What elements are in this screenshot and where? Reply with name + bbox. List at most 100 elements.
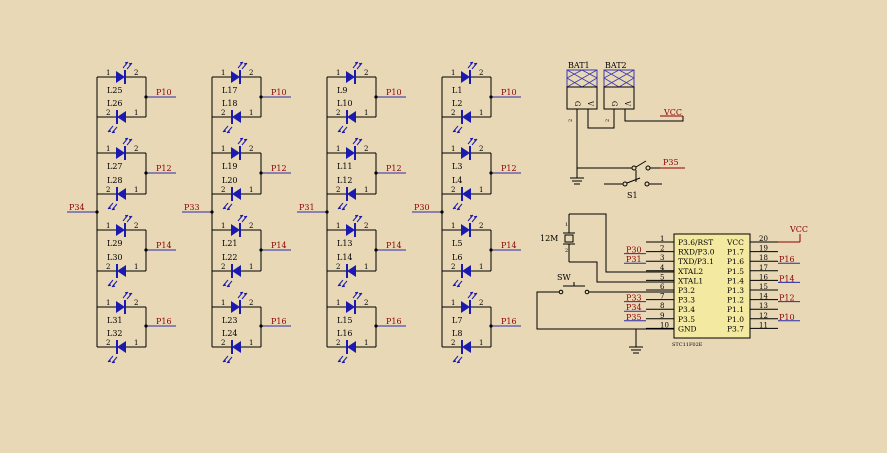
mcu-pin-number: 7 [660,293,664,301]
led-light-arrowhead [359,63,362,66]
led-pin-right: 1 [249,109,253,117]
led-light-arrowhead [108,129,111,132]
battery-wires [576,109,684,176]
led-light-arrowhead [470,62,473,65]
led-light-arrowhead [453,283,456,286]
mcu-pin-number: 4 [660,264,665,272]
led-triangle [461,71,470,83]
led-pin-left: 1 [336,299,340,307]
led-ref: L27 [107,162,123,171]
led-light-arrowhead [129,293,132,296]
battery-bat1-body [566,86,598,110]
led-pin-right: 2 [134,145,138,153]
mcu-pin-net-label: P31 [626,255,642,264]
led-column-output-label: P12 [156,164,172,173]
mcu-pin-number: 18 [759,254,768,262]
led-light-arrowhead [125,138,128,141]
led-triangle [461,147,470,159]
led-light-arrowhead [457,130,460,133]
led-pin-right: 2 [134,299,138,307]
mcu-chip-body [673,233,751,339]
led-triangle [117,111,126,123]
led-ref: L32 [107,329,123,338]
led-column-input-junction [210,210,214,214]
mcu-pin-net-label: P14 [779,274,795,283]
led-ref: L29 [107,239,123,248]
led-column-output-junction [489,95,493,99]
switch-p35-label: P35 [663,158,679,167]
mcu-pin-name: P3.4 [678,305,695,314]
led-pin-left: 2 [336,109,340,117]
led-pin-left: 1 [451,145,455,153]
led-pin-left: 2 [336,263,340,271]
led-pin-right: 2 [479,222,483,230]
mcu-pin-net-label: P12 [779,294,795,303]
mcu-pin-number: 3 [660,254,664,262]
led-pin-right: 1 [134,109,138,117]
led-pin-left: 1 [106,69,110,77]
led-light-arrowhead [453,206,456,209]
battery-bat2-mark-g: G [610,101,618,107]
led-ref: L4 [452,176,462,185]
led-ref: L30 [107,253,123,262]
led-light-arrowhead [359,216,362,219]
led-column-output-label: P16 [271,317,287,326]
led-pin-left: 1 [221,222,225,230]
led-triangle [461,224,470,236]
led-light-arrowhead [470,292,473,295]
led-pin-left: 2 [221,109,225,117]
led-light-arrowhead [125,292,128,295]
mcu-pin-name: P1.4 [727,276,744,285]
battery-bat2: BAT2 G V 2 [603,61,635,122]
led-light-arrowhead [112,207,115,210]
led-light-arrowhead [359,293,362,296]
led-ref: L26 [107,99,123,108]
led-column-output-junction [259,171,263,175]
led-pin-left: 1 [221,299,225,307]
led-pin-left: 2 [451,109,455,117]
mcu-pin-number: 19 [759,245,768,253]
led-ref: L24 [222,329,238,338]
mcu-pin-net-label: P30 [626,246,642,255]
mcu-pin-number: 16 [759,273,768,281]
mcu-pin-net-label: P34 [626,303,642,312]
crystal-body [564,234,574,243]
led-pin-left: 1 [106,145,110,153]
led-light-arrowhead [474,63,477,66]
led-column-output-label: P14 [386,241,402,250]
led-column-input-junction [325,210,329,214]
led-column-output-label: P14 [156,241,172,250]
switch-s1-contact-right [645,165,651,171]
led-triangle [347,341,356,353]
led-column-output-junction [374,248,378,252]
led-light-arrowhead [457,207,460,210]
led-column-output-junction [144,248,148,252]
mcu-pin-number: 17 [759,264,768,272]
mcu-pin-name: P1.5 [727,267,744,276]
led-column-input-label: P31 [299,203,315,212]
mcu-pin-name: XTAL1 [678,276,703,285]
mcu-vcc-label: VCC [789,225,808,234]
led-pin-right: 2 [249,222,253,230]
led-ref: L20 [222,176,238,185]
mcu-part-number: STC11F02E [672,342,703,348]
led-pin-right: 2 [364,69,368,77]
led-light-arrowhead [474,293,477,296]
led-ref: L15 [337,316,353,325]
led-pin-left: 1 [451,222,455,230]
